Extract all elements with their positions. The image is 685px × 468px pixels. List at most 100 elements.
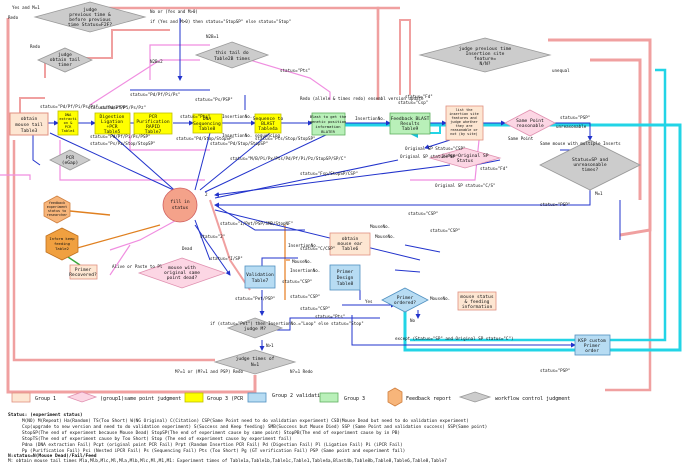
node-text: Primer	[397, 295, 414, 301]
node-text: Sequence to	[253, 116, 284, 122]
node-text: previous time &	[69, 12, 111, 18]
node-text: reasonable	[516, 123, 544, 129]
node-text: PCR	[65, 125, 72, 129]
edge-label: status="PSP"	[540, 368, 570, 373]
status-line: M(NO) M(Repeat) Ha(Random) TS(Too Short)…	[22, 418, 469, 424]
node-text: Purification	[136, 119, 169, 125]
status-line: StopSP(The end of experiment because Mou…	[22, 430, 400, 436]
node-text: Digestion	[100, 114, 125, 120]
edge-label: unreasonable	[556, 124, 587, 129]
node-text: PCR	[149, 114, 158, 120]
node-text: Inform keep	[49, 236, 75, 241]
node-text: N=1	[251, 362, 260, 368]
node-text: information	[315, 124, 340, 129]
node-text: fill in	[170, 199, 190, 205]
node-text: status to	[48, 209, 66, 213]
edge-label: N2B=2	[150, 59, 163, 64]
node-text: Table3	[21, 128, 38, 134]
node-text: order	[585, 348, 599, 354]
edge-label: InsertionNo. sequencing	[222, 133, 280, 138]
node-text: status	[172, 205, 189, 211]
node-text: obtain	[342, 236, 359, 242]
legend-item-control: workflow control judgment	[458, 391, 570, 403]
node-text: feature=	[474, 56, 496, 62]
node-text: Table4a	[258, 126, 278, 132]
edge-label: status="Pts/Stop/StopSP"	[255, 136, 316, 141]
edge-label: status="CSP"	[430, 228, 460, 233]
edge-label: status="PP"	[100, 105, 128, 110]
node-text: BLAST	[261, 121, 275, 127]
edge-label: N?=1 Redo	[290, 369, 313, 374]
node-text: Table6	[342, 246, 359, 252]
edge-label: status="Fsp/StopSP/CSP"	[300, 171, 358, 176]
legend-label: Feedback report	[406, 396, 451, 402]
node-text: features and	[451, 116, 476, 120]
node-text: Status	[457, 158, 474, 164]
edge-label: Redo	[30, 44, 41, 49]
edge-label: InsertionNo.	[288, 243, 318, 248]
node-text: Ligation	[101, 119, 123, 125]
node-text: & feeding	[465, 299, 490, 305]
node-text: mouse tail	[15, 122, 43, 128]
status-line: Pp (Purification Fail) Psi (Nested iPCR …	[22, 448, 405, 454]
node-text: Same Point	[516, 118, 544, 124]
judge-m-node: judge M?	[226, 317, 284, 339]
edge-label: status="Pts"	[280, 68, 310, 73]
status-line: Csp(upgrade to new version and need to d…	[22, 424, 487, 430]
node-text: obtain	[21, 116, 38, 122]
edge-label: status="Pd/Stop/StopSP"	[210, 141, 268, 146]
node-text: judge M?	[244, 326, 266, 332]
edge-label: status="2"	[200, 234, 225, 239]
node-text: Validation	[246, 272, 274, 278]
node-text: on &	[64, 121, 73, 125]
node-text: feedback	[49, 201, 65, 205]
svg-text:judge times ofN=1: judge times ofN=1	[236, 356, 275, 368]
edge-label: status="Csp"	[398, 100, 428, 105]
edge-label: status="I/SP"	[210, 256, 243, 261]
status-title: Status: (experiment status)	[8, 412, 83, 418]
edge-label: status="CSP"	[300, 306, 330, 311]
node-text: judge Original SP	[441, 153, 488, 159]
legend-label: workflow control judgment	[495, 396, 570, 402]
edge-label: InsertionNo.	[290, 268, 320, 273]
status-line: Pdna (DNA extraction Fail) Pcpt (origina…	[22, 442, 403, 448]
node-text: +PCR	[106, 124, 117, 130]
edge-label: MouseNo.	[292, 259, 312, 264]
status-description: Status: (experiment status) M(NO) M(Repe…	[8, 412, 487, 464]
edge-label: status="Pd/Pf/Pi/Ps/Pz"	[40, 104, 98, 109]
legend-item-group1: Group 1	[11, 392, 56, 403]
legend-item-feedback: Feedback report	[387, 387, 451, 407]
node-text: information	[462, 304, 493, 310]
node-text: RAPID	[146, 124, 160, 130]
node-text: they are	[456, 124, 473, 128]
node-text: Feedback BLAST	[391, 116, 430, 122]
node-text: judge	[83, 7, 97, 13]
node-text: mouse ear	[338, 242, 363, 247]
node-text: Primer	[584, 343, 601, 349]
node-text: time Status=F2F?	[68, 22, 112, 28]
edge-label: Same Point	[508, 136, 534, 141]
